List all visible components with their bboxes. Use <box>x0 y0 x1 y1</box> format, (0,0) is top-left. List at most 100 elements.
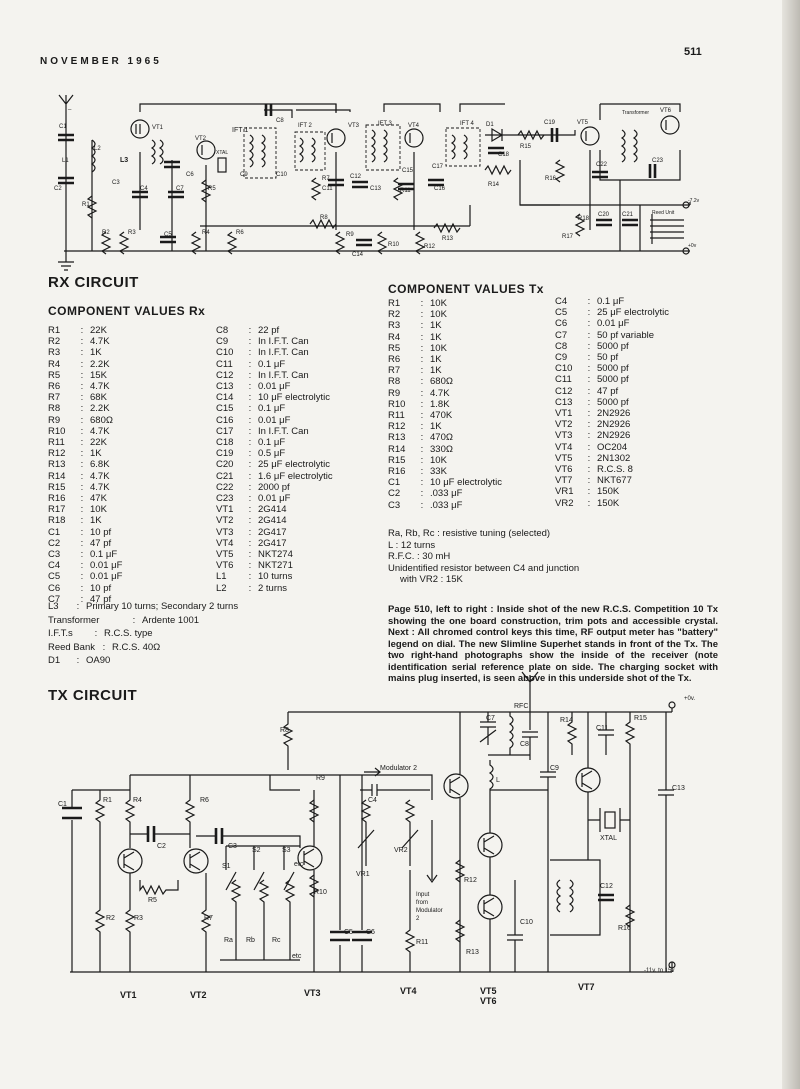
separator: : <box>587 441 591 453</box>
rx-label-c9: C9 <box>240 172 248 178</box>
rx-label-c4: C4 <box>140 186 148 192</box>
separator: : <box>80 448 84 460</box>
separator: : <box>132 614 136 626</box>
running-header-month: NOVEMBER 1965 <box>40 56 162 67</box>
component-ref: I.F.T.s <box>48 628 73 639</box>
separator: : <box>80 358 84 370</box>
component-row: C2:.033 μF <box>388 488 502 499</box>
tx-label-c6: C6 <box>366 929 375 936</box>
component-value: 2N1302 <box>597 452 631 464</box>
component-ref: R2 <box>48 336 61 348</box>
tx-label-vt3: VT3 <box>304 988 321 998</box>
rx-label-r15: R15 <box>520 144 532 150</box>
component-ref: R14 <box>48 470 66 482</box>
rx-label-r3: R3 <box>128 230 136 236</box>
component-value: .033 μF <box>430 488 463 500</box>
separator: : <box>80 549 84 561</box>
component-value: R.C.S. 8 <box>597 464 633 476</box>
page-number: 511 <box>684 46 702 58</box>
component-row: C1:10 pf <box>48 527 122 538</box>
component-value: 2000 pf <box>258 481 290 493</box>
component-value: 1K <box>90 515 102 527</box>
separator: : <box>420 488 424 500</box>
component-row: C8:22 pf <box>216 325 333 336</box>
component-value: 0.1 μF <box>597 296 625 307</box>
separator: : <box>80 336 84 348</box>
separator: : <box>80 459 84 471</box>
component-row: R12:1K <box>388 421 502 432</box>
component-ref: C14 <box>216 392 234 404</box>
separator: : <box>248 560 252 572</box>
component-ref: R5 <box>388 342 401 354</box>
component-ref: R16 <box>48 493 66 505</box>
component-value: 330Ω <box>430 443 453 455</box>
separator: : <box>420 443 424 455</box>
rx-label-transformer: Transformer <box>622 110 649 116</box>
component-ref: C15 <box>216 403 234 415</box>
rx-label-r14: R14 <box>488 182 500 188</box>
separator: : <box>587 486 591 498</box>
rx-label-c2: C2 <box>54 186 62 192</box>
separator: : <box>80 515 84 527</box>
component-ref: R4 <box>388 331 401 343</box>
component-row: C10:In I.F.T. Can <box>216 347 333 358</box>
separator: : <box>248 515 252 527</box>
separator: : <box>420 410 424 422</box>
separator: : <box>80 437 84 449</box>
separator: : <box>587 307 591 319</box>
tx-components-heading: COMPONENT VALUES Tx <box>388 282 544 296</box>
component-value: 15K <box>90 369 107 381</box>
separator: : <box>80 425 84 437</box>
component-value: 2 turns <box>258 582 288 594</box>
tx-components-notes: Ra, Rb, Rc : resistive tuning (selected)… <box>388 528 579 586</box>
component-value: 0.1 μF <box>258 403 286 415</box>
component-row: R7:1K <box>388 365 502 376</box>
component-value: 680Ω <box>90 414 113 426</box>
component-ref: C4 <box>555 296 568 307</box>
component-row: I.F.T.s:R.C.S. type <box>48 627 238 641</box>
component-value: R.C.S. type <box>104 628 153 639</box>
separator: : <box>102 641 106 653</box>
tx-label-vt1: VT1 <box>120 990 137 1000</box>
component-row: VT3:2N2926 <box>555 430 669 441</box>
separator: : <box>80 504 84 516</box>
component-value: 0.01 μF <box>90 560 123 572</box>
separator: : <box>248 470 252 482</box>
rx-label-ift3: IFT 3 <box>378 121 393 127</box>
component-row: C20:25 μF electrolytic <box>216 459 333 470</box>
rx-label-vt6: VT6 <box>660 108 672 114</box>
separator: : <box>587 419 591 431</box>
tx-label-vt4: VT4 <box>400 986 417 996</box>
tx-label-input-line-3: Modulator <box>416 908 443 914</box>
component-value: 22K <box>90 325 107 336</box>
component-value: 5000 pf <box>597 340 629 352</box>
component-ref: C13 <box>555 396 573 408</box>
component-row: D1:OA90 <box>48 654 238 668</box>
component-ref: R3 <box>388 320 401 332</box>
component-row: C17:In I.F.T. Can <box>216 426 333 437</box>
separator: : <box>80 403 84 415</box>
component-ref: R16 <box>388 466 406 478</box>
separator: : <box>587 363 591 375</box>
component-ref: C7 <box>555 329 568 341</box>
tx-label-supply-top: +0v. <box>684 696 695 702</box>
component-ref: C11 <box>216 358 233 370</box>
separator: : <box>420 421 424 433</box>
tx-vt6-symbol <box>477 894 503 920</box>
component-row: R4:2.2K <box>48 359 122 370</box>
component-ref: C22 <box>216 481 234 493</box>
separator: : <box>420 331 424 343</box>
component-value: 4.7K <box>90 425 110 437</box>
separator: : <box>80 381 84 393</box>
rx-vt2-symbol <box>196 140 216 160</box>
separator: : <box>587 352 591 364</box>
component-row: R1:10K <box>388 298 502 309</box>
tx-note-line: R.F.C. : 30 mH <box>388 551 451 562</box>
component-row: R14:330Ω <box>388 444 502 455</box>
separator: : <box>248 425 252 437</box>
component-ref: C18 <box>216 437 234 449</box>
component-row: C7:47 pf <box>48 594 122 605</box>
component-value: 0.01 μF <box>90 571 123 583</box>
